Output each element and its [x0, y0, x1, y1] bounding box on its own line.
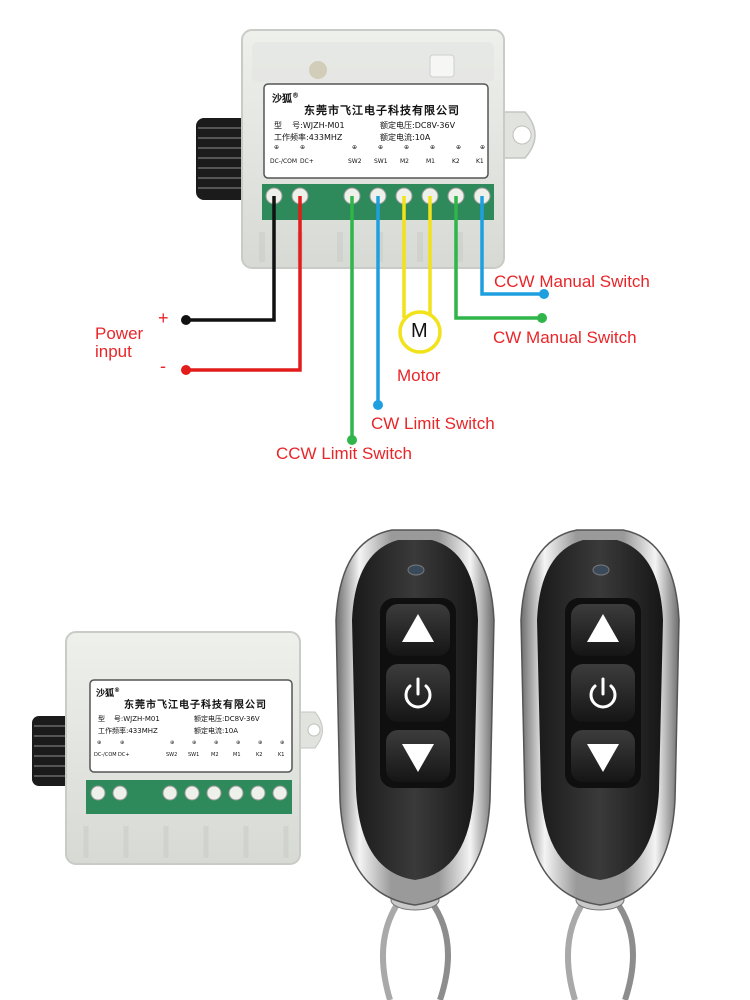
terminal-symbol: ⊕ — [404, 144, 410, 151]
wire-red-power-minus — [186, 196, 302, 372]
terminal-label: SW2 — [166, 752, 178, 758]
label-motor-symbol: M — [411, 320, 428, 342]
terminal-symbol: ⊕ — [456, 144, 462, 151]
wire-green-cw-manual — [454, 196, 542, 320]
label-motor: Motor — [397, 366, 441, 385]
brand-logo: 沙狐 — [272, 94, 292, 105]
label-power-input-line2: input — [95, 342, 132, 361]
power-icon — [404, 677, 432, 709]
current-text: 额定电流:10A — [380, 133, 431, 142]
voltage-text: 额定电压:DC8V-36V — [194, 715, 260, 723]
frequency-text: 工作频率:433MHZ — [274, 133, 343, 142]
terminal-label: SW2 — [348, 158, 362, 165]
up-arrow-icon — [587, 614, 619, 642]
voltage-text: 额定电压:DC8V-36V — [380, 121, 456, 130]
dot-cw-limit — [373, 400, 383, 410]
up-arrow-icon — [402, 614, 434, 642]
terminal-symbol: ⊕ — [480, 144, 486, 151]
terminal-label: K1 — [476, 158, 484, 165]
motor-circle — [398, 310, 442, 354]
terminal-label: DC+ — [300, 158, 314, 165]
down-arrow-icon — [402, 744, 434, 772]
label-ccw-manual-switch: CCW Manual Switch — [494, 272, 650, 291]
terminal-symbol: ⊕ — [300, 144, 306, 151]
down-arrow-icon — [587, 744, 619, 772]
terminal-label: DC-/COM — [270, 158, 298, 165]
company-name: 东莞市飞江电子科技有限公司 — [304, 104, 460, 117]
brand-logo: 沙狐 — [96, 689, 115, 699]
terminal-symbol: ⊕ — [120, 740, 125, 746]
trademark-mark: ® — [292, 91, 299, 100]
company-name: 东莞市飞江电子科技有限公司 — [124, 700, 267, 711]
terminal-symbol: ⊕ — [214, 740, 219, 746]
terminal-label: SW1 — [188, 752, 200, 758]
dot-power-plus — [181, 315, 191, 325]
label-cw-limit-switch: CW Limit Switch — [371, 414, 495, 433]
remote-1-button-panel — [380, 598, 456, 788]
terminal-label: M1 — [233, 752, 241, 758]
terminal-symbol: ⊕ — [97, 740, 102, 746]
remote-control-2 — [520, 529, 680, 1000]
terminal-label: M2 — [211, 752, 219, 758]
frequency-text: 工作频率:433MHZ — [98, 727, 158, 735]
terminal-symbol: ⊕ — [192, 740, 197, 746]
remote-control-1 — [335, 529, 495, 1000]
terminal-symbol: ⊕ — [258, 740, 263, 746]
model-text: 型 号:WJZH-M01 — [274, 121, 345, 130]
label-cw-manual-switch: CW Manual Switch — [493, 328, 637, 347]
terminal-label: K1 — [278, 752, 285, 758]
terminal-label: SW1 — [374, 158, 388, 165]
current-text: 额定电流:10A — [194, 727, 239, 735]
model-text: 型 号:WJZH-M01 — [98, 715, 160, 723]
trademark-mark: ® — [114, 687, 121, 694]
terminal-symbol: ⊕ — [378, 144, 384, 151]
terminal-symbol: ⊕ — [170, 740, 175, 746]
dot-power-minus — [181, 365, 191, 375]
terminal-label: M1 — [426, 158, 435, 165]
dot-cw-manual — [537, 313, 547, 323]
wire-blue-ccw-manual — [480, 196, 544, 296]
terminal-label: DC+ — [118, 752, 130, 758]
receiver-module-top — [196, 29, 536, 269]
remote-2-button-panel — [565, 598, 641, 788]
label-ccw-limit-switch: CCW Limit Switch — [276, 444, 413, 463]
terminal-symbol: ⊕ — [352, 144, 358, 151]
wires — [186, 196, 544, 440]
terminal-symbol: ⊕ — [274, 144, 280, 151]
wire-black-power-plus — [186, 196, 276, 322]
terminal-label: K2 — [256, 752, 263, 758]
dot-ccw-manual — [539, 289, 549, 299]
terminal-label: M2 — [400, 158, 409, 165]
terminal-symbol: ⊕ — [430, 144, 436, 151]
label-minus: - — [160, 356, 166, 376]
terminal-label: K2 — [452, 158, 460, 165]
label-power-input-line1: Power — [95, 324, 144, 343]
terminal-symbol: ⊕ — [236, 740, 241, 746]
antenna-coil — [196, 118, 250, 200]
label-plus: + — [158, 308, 169, 328]
terminal-symbol: ⊕ — [280, 740, 285, 746]
terminal-label: DC-/COM — [94, 752, 117, 758]
receiver-module-bottom — [32, 631, 323, 865]
power-icon — [589, 677, 617, 709]
dot-ccw-limit — [347, 435, 357, 445]
